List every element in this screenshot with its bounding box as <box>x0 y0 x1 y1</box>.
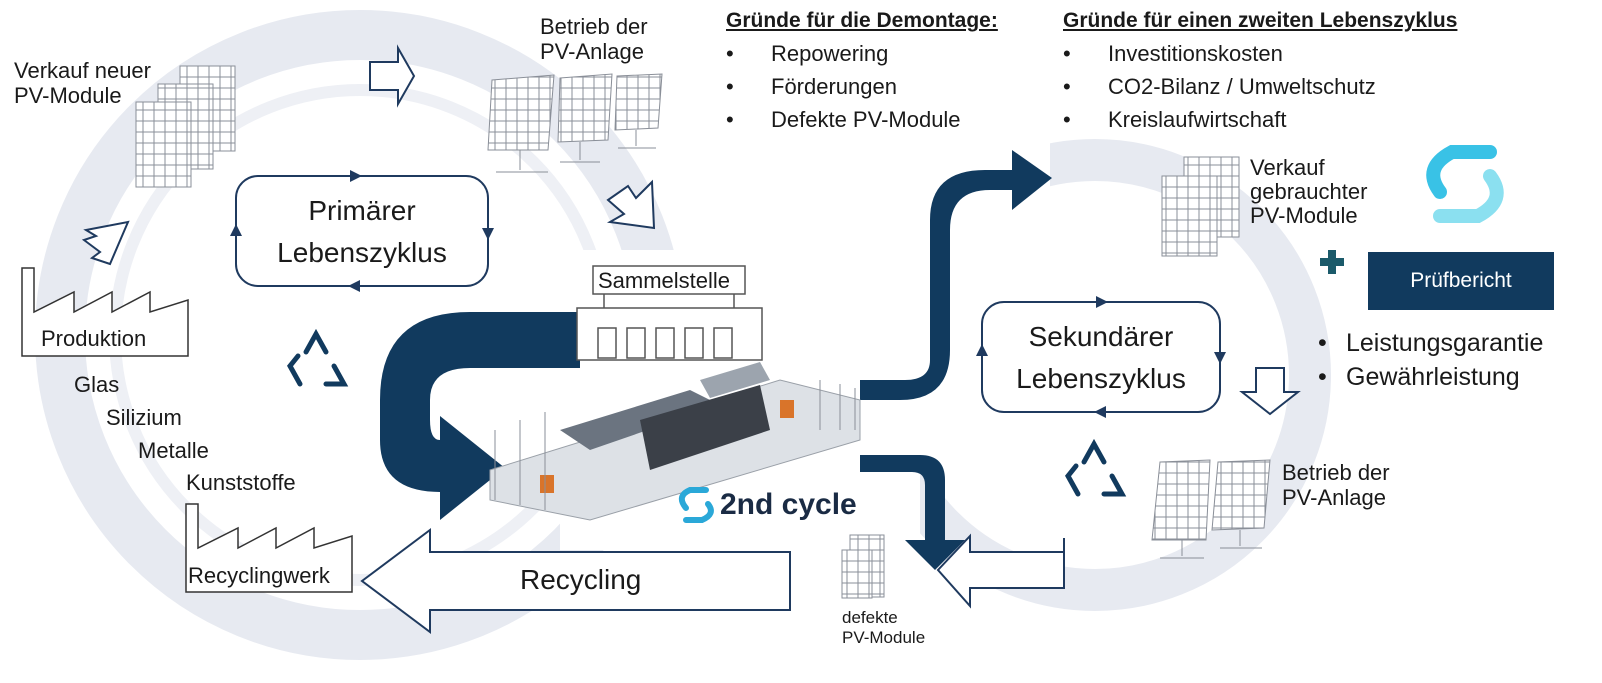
reasons-second-life-title: Gründe für einen zweiten Lebenszyklus <box>1063 9 1458 32</box>
plus-icon <box>1320 250 1344 274</box>
recycle-icon <box>287 328 349 387</box>
test-report-label: Prüfbericht <box>1410 269 1512 292</box>
2ndcycle-large-logo-icon <box>1426 145 1504 223</box>
factory-production <box>21 267 189 357</box>
reasons-dismantling-title: Gründe für die Demontage: <box>726 9 998 32</box>
new-modules-stack <box>135 65 236 188</box>
brand-logo-text: 2nd cycle <box>720 488 857 521</box>
reason-second-life-item: Investitionskosten <box>1063 37 1457 70</box>
reasons-second-life: Gründe für einen zweiten Lebenszyklus In… <box>1063 9 1457 136</box>
reason-dismantling-item: Förderungen <box>726 70 998 103</box>
benefit-item: Leistungsgarantie <box>1318 326 1543 360</box>
material-glass: Glas <box>74 372 120 397</box>
test-report-badge: Prüfbericht <box>1368 252 1554 310</box>
collection-point-building <box>576 265 763 361</box>
collection-to-machine-arrow <box>380 312 580 520</box>
used-modules-stack <box>1161 156 1240 257</box>
reason-second-life-item: CO2-Bilanz / Umweltschutz <box>1063 70 1457 103</box>
reason-second-life-item: Kreislaufwirtschaft <box>1063 103 1457 136</box>
reason-dismantling-item: Defekte PV-Module <box>726 103 998 136</box>
test-report-benefits: Leistungsgarantie Gewährleistung <box>1318 326 1543 394</box>
machine-to-secondary-arrow <box>860 150 1052 400</box>
production-label: Produktion <box>41 326 147 351</box>
material-plastics: Kunststoffe <box>186 470 296 495</box>
collection-point-label: Sammelstelle <box>598 268 731 293</box>
factory-recycling <box>185 503 353 593</box>
material-silicon: Silizium <box>106 405 182 430</box>
2ndcycle-logo-icon <box>678 487 714 523</box>
outline-arrows-primary <box>81 44 656 266</box>
recycling-plant-label: Recyclingwerk <box>188 563 330 588</box>
sell-used-label: Verkauf gebrauchter PV-Module <box>1250 155 1368 228</box>
recycling-arrow-label: Recycling <box>520 564 642 595</box>
material-metals: Metalle <box>138 438 209 463</box>
reasons-dismantling: Gründe für die Demontage: Repowering För… <box>726 9 998 136</box>
outline-arrows-secondary <box>936 367 1301 609</box>
solar-array-secondary <box>1151 459 1271 559</box>
recycle-icon-secondary <box>1065 438 1127 497</box>
defective-modules <box>841 534 885 599</box>
reason-dismantling-item: Repowering <box>726 37 998 70</box>
benefit-item: Gewährleistung <box>1318 360 1543 394</box>
recycling-arrow-shape <box>360 528 791 634</box>
recycling-machine <box>489 362 861 521</box>
solar-array-primary <box>487 73 663 173</box>
secondary-cycle-box <box>976 296 1226 418</box>
primary-cycle-box <box>230 170 494 292</box>
machine-to-defect-arrow <box>860 455 965 570</box>
